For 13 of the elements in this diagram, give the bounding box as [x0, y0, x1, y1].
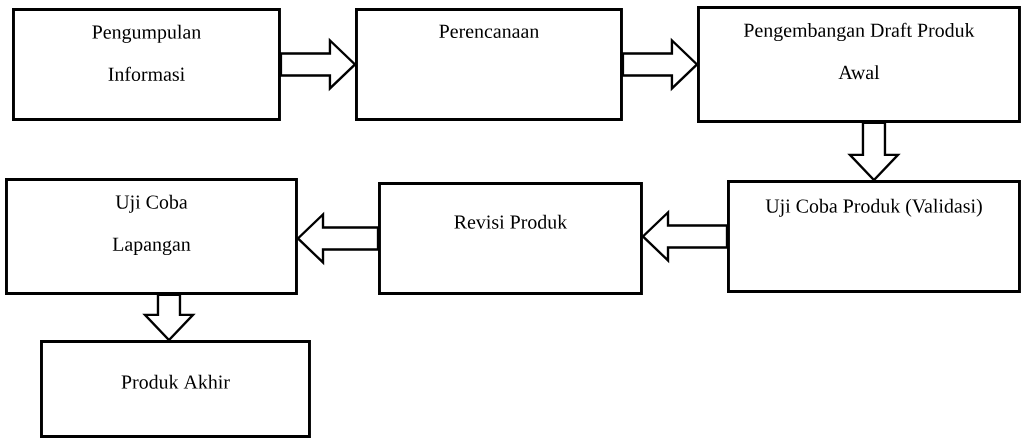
block-arrow: [296, 211, 380, 266]
process-box: Produk Akhir: [40, 340, 311, 438]
block-arrow: [847, 121, 901, 182]
process-box: Revisi Produk: [378, 182, 643, 295]
process-box: Pengumpulan Informasi: [12, 8, 281, 121]
process-box: Uji Coba Lapangan: [5, 178, 298, 295]
process-box: Uji Coba Produk (Validasi): [727, 180, 1021, 293]
block-arrow: [279, 37, 357, 92]
process-box: Pengembangan Draft Produk Awal: [697, 6, 1021, 123]
block-arrow: [621, 37, 699, 92]
block-arrow: [142, 293, 196, 342]
block-arrow: [641, 209, 729, 264]
process-box: Perencanaan: [355, 8, 623, 121]
